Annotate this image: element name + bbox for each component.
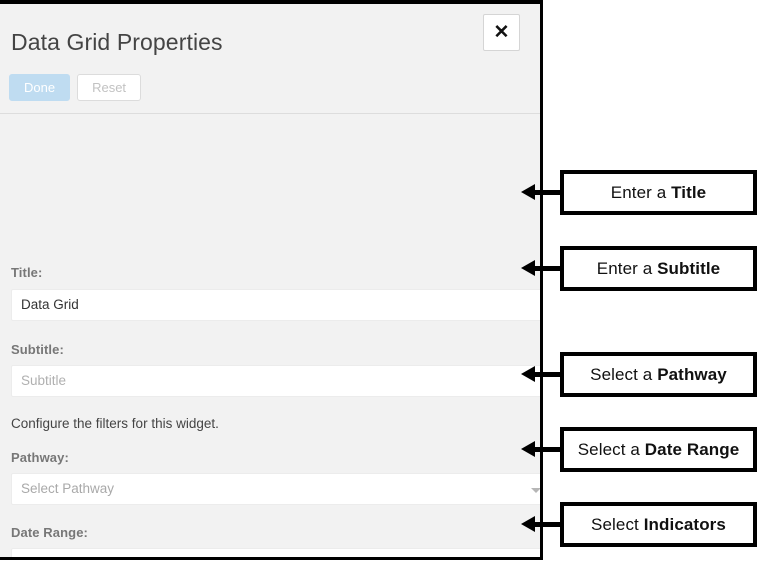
callout-indicators-prefix: Select <box>591 514 644 534</box>
callout-title-emphasis: Title <box>671 182 707 202</box>
chevron-down-icon <box>531 488 540 493</box>
callout-date-range-prefix: Select a <box>577 439 645 459</box>
callout-arrow-date-range <box>521 441 560 457</box>
callout-date-range: Select a Date Range <box>560 427 757 472</box>
date-range-select[interactable]: Select date ranges <box>11 548 540 557</box>
title-input[interactable]: Data Grid <box>11 289 540 321</box>
panel-header: Data Grid Properties ✕ Done Reset <box>0 4 540 114</box>
done-button[interactable]: Done <box>9 74 71 101</box>
panel-action-buttons: Done Reset <box>9 74 142 101</box>
callout-pathway-prefix: Select a <box>590 364 658 384</box>
callout-title: Enter a Title <box>560 170 757 215</box>
page-title: Data Grid Properties <box>11 29 223 55</box>
callout-date-range-emphasis: Date Range <box>644 439 740 459</box>
pathway-select-value: Select Pathway <box>21 481 115 496</box>
reset-button[interactable]: Reset <box>77 74 142 101</box>
close-icon: ✕ <box>493 22 510 43</box>
pathway-select[interactable]: Select Pathway <box>11 473 540 505</box>
date-range-field-label: Date Range: <box>11 525 88 540</box>
callout-title-prefix: Enter a <box>610 182 672 202</box>
panel-body: Title: Data Grid Subtitle: Subtitle Conf… <box>0 114 540 557</box>
callout-arrow-pathway <box>521 366 560 382</box>
callout-indicators-emphasis: Indicators <box>643 514 726 534</box>
callout-pathway: Select a Pathway <box>560 352 757 397</box>
callout-indicators: Select Indicators <box>560 502 757 547</box>
data-grid-properties-panel: Data Grid Properties ✕ Done Reset Title:… <box>0 0 543 560</box>
callout-subtitle-emphasis: Subtitle <box>657 258 721 278</box>
callout-subtitle-prefix: Enter a <box>596 258 658 278</box>
callout-subtitle: Enter a Subtitle <box>560 246 757 291</box>
callout-pathway-emphasis: Pathway <box>657 364 727 384</box>
title-field-label: Title: <box>11 265 43 280</box>
callout-arrow-indicators <box>521 516 560 532</box>
filters-help-text: Configure the filters for this widget. <box>11 416 219 431</box>
subtitle-field-label: Subtitle: <box>11 342 64 357</box>
callout-arrow-title <box>521 184 560 200</box>
callout-arrow-subtitle <box>521 260 560 276</box>
date-range-select-value: Select date ranges <box>21 556 134 557</box>
close-button[interactable]: ✕ <box>483 14 520 51</box>
subtitle-input[interactable]: Subtitle <box>11 365 540 397</box>
pathway-field-label: Pathway: <box>11 450 69 465</box>
